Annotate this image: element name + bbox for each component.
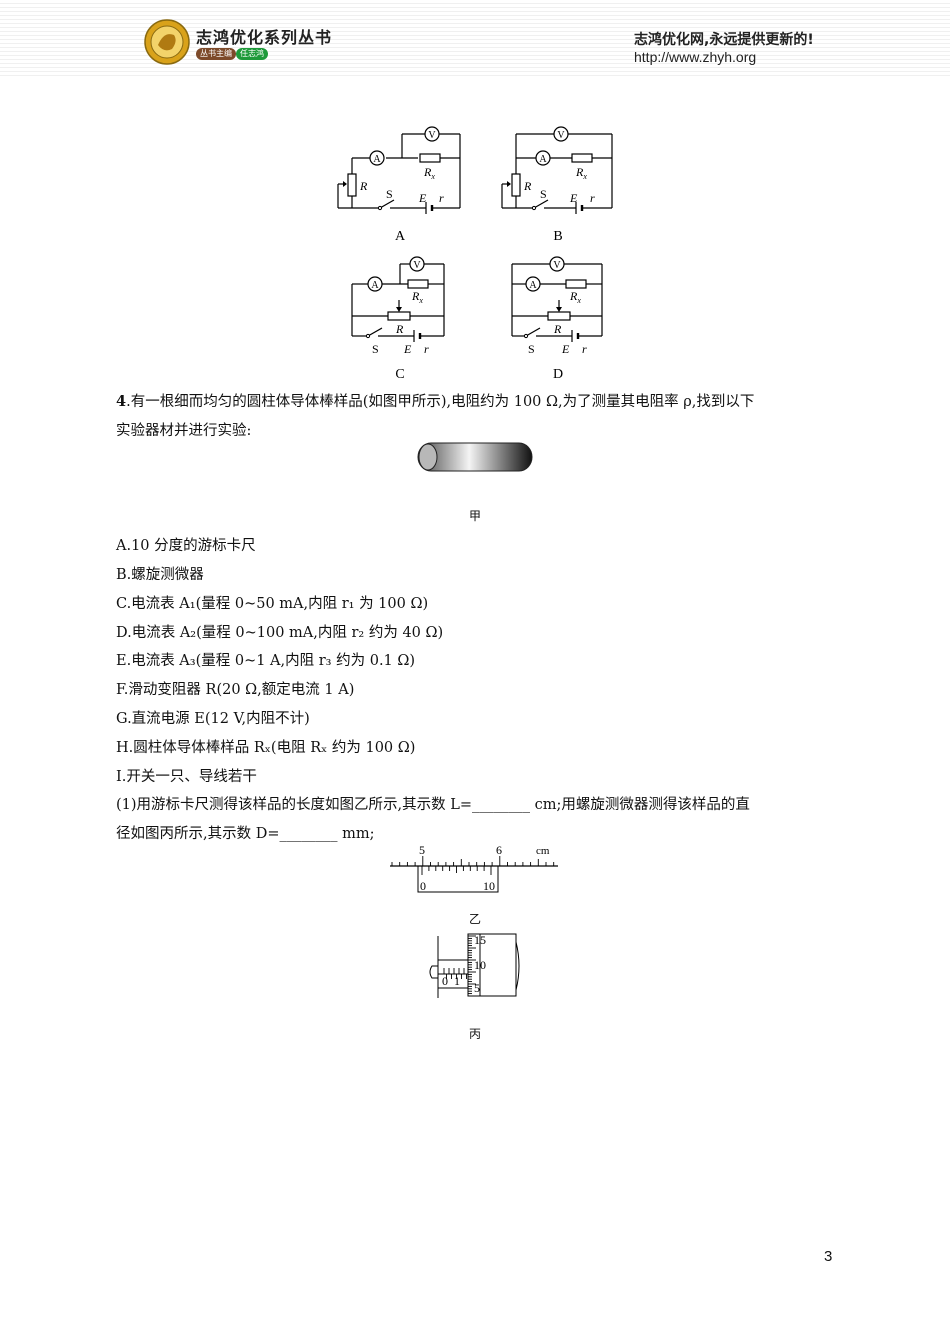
figure-caption-bing: 丙 bbox=[469, 1027, 482, 1041]
option-label-d: D bbox=[553, 367, 563, 382]
thimble-label: 15 bbox=[474, 933, 486, 947]
rheostat-symbol: R bbox=[395, 322, 404, 336]
question-number: 4 bbox=[116, 393, 127, 410]
editor-name: 任志鸿 bbox=[236, 48, 268, 60]
micrometer-figure: 0 1 15 10 5 bbox=[429, 933, 520, 998]
rheostat-symbol: R bbox=[523, 179, 532, 193]
rheostat-symbol: R bbox=[359, 179, 368, 193]
emf-symbol: E bbox=[561, 342, 570, 356]
main-scale-label: 5 bbox=[419, 843, 425, 857]
internal-resistance-symbol: r bbox=[439, 191, 444, 205]
voltmeter-symbol: V bbox=[428, 130, 436, 141]
thimble-label: 5 bbox=[474, 981, 480, 995]
internal-resistance-symbol: r bbox=[582, 342, 587, 356]
list-item: G.直流电源 E(12 V,内阻不计) bbox=[116, 711, 310, 727]
internal-resistance-symbol: r bbox=[590, 191, 595, 205]
rx-symbol: Rx bbox=[411, 289, 423, 305]
list-item: C.电流表 A₁(量程 0~50 mA,内阻 r₁ 为 100 Ω) bbox=[116, 596, 429, 612]
emf-symbol: E bbox=[569, 191, 578, 205]
unit-label: cm bbox=[536, 845, 550, 857]
emf-symbol: E bbox=[418, 191, 427, 205]
figure-caption-jia: 甲 bbox=[469, 509, 482, 523]
sleeve-label: 1 bbox=[454, 974, 460, 988]
cylinder-rod-figure bbox=[417, 442, 533, 472]
circuit-diagram-d: V A Rx R S E r D bbox=[511, 256, 603, 382]
ammeter-symbol: A bbox=[529, 280, 537, 291]
option-label-b: B bbox=[553, 229, 562, 244]
circuit-diagram-c: V A Rx R S E r C bbox=[351, 256, 445, 382]
rheostat-symbol: R bbox=[553, 322, 562, 336]
option-label-c: C bbox=[395, 367, 404, 382]
brand-title: 志鸿优化系列丛书 bbox=[196, 28, 333, 47]
vernier-scale-label: 10 bbox=[483, 879, 495, 893]
emf-symbol: E bbox=[403, 342, 412, 356]
rx-symbol: Rx bbox=[423, 165, 435, 181]
vernier-caliper-figure: 5 6 cm 0 10 bbox=[390, 843, 558, 893]
ammeter-symbol: A bbox=[371, 280, 379, 291]
sleeve-label: 0 bbox=[442, 974, 448, 988]
page-number: 3 bbox=[824, 1248, 833, 1265]
voltmeter-symbol: V bbox=[413, 260, 421, 271]
ammeter-symbol: A bbox=[539, 154, 547, 165]
list-item: A.10 分度的游标卡尺 bbox=[116, 538, 256, 554]
question-line-1: 4.有一根细而均匀的圆柱体导体棒样品(如图甲所示),电阻约为 100 Ω,为了测… bbox=[116, 393, 755, 410]
part-1-line-2: 径如图丙所示,其示数 D=________ mm; bbox=[116, 826, 375, 842]
switch-symbol: S bbox=[386, 187, 393, 201]
ammeter-symbol: A bbox=[373, 154, 381, 165]
internal-resistance-symbol: r bbox=[424, 342, 429, 356]
part-1-line-1: (1)用游标卡尺测得该样品的长度如图乙所示,其示数 L=________ cm;… bbox=[116, 797, 750, 813]
brand-subtitle: 丛书主编任志鸿 bbox=[196, 48, 268, 60]
rx-symbol: Rx bbox=[575, 165, 587, 181]
question-line-2: 实验器材并进行实验: bbox=[116, 423, 252, 439]
header-url[interactable]: http://www.zhyh.org bbox=[634, 49, 757, 65]
circuit-diagram-a: V A Rx R S E r A bbox=[337, 126, 461, 244]
voltmeter-symbol: V bbox=[557, 130, 565, 141]
switch-symbol: S bbox=[540, 187, 547, 201]
main-scale-label: 6 bbox=[496, 843, 502, 857]
circuit-diagram-b: V A Rx R S E r B bbox=[501, 126, 613, 244]
switch-symbol: S bbox=[528, 342, 535, 356]
page-header: 志鸿优化系列丛书 丛书主编任志鸿 志鸿优化网,永远提供更新的! http://w… bbox=[0, 0, 950, 90]
option-label-a: A bbox=[395, 229, 406, 244]
list-item: B.螺旋测微器 bbox=[116, 567, 204, 583]
list-item: F.滑动变阻器 R(20 Ω,额定电流 1 A) bbox=[116, 682, 355, 698]
switch-symbol: S bbox=[372, 342, 379, 356]
list-item: D.电流表 A₂(量程 0~100 mA,内阻 r₂ 约为 40 Ω) bbox=[116, 625, 444, 641]
publisher-logo bbox=[144, 19, 190, 65]
header-slogan: 志鸿优化网,永远提供更新的! bbox=[634, 32, 814, 48]
list-item: E.电流表 A₃(量程 0~1 A,内阻 r₃ 约为 0.1 Ω) bbox=[116, 653, 416, 669]
thimble-label: 10 bbox=[474, 958, 486, 972]
vernier-scale-label: 0 bbox=[420, 879, 426, 893]
rx-symbol: Rx bbox=[569, 289, 581, 305]
figure-caption-yi: 乙 bbox=[469, 912, 482, 926]
editor-label: 丛书主编 bbox=[196, 48, 236, 60]
list-item: I.开关一只、导线若干 bbox=[116, 769, 257, 785]
voltmeter-symbol: V bbox=[553, 260, 561, 271]
list-item: H.圆柱体导体棒样品 Rₓ(电阻 Rₓ 约为 100 Ω) bbox=[116, 740, 416, 756]
